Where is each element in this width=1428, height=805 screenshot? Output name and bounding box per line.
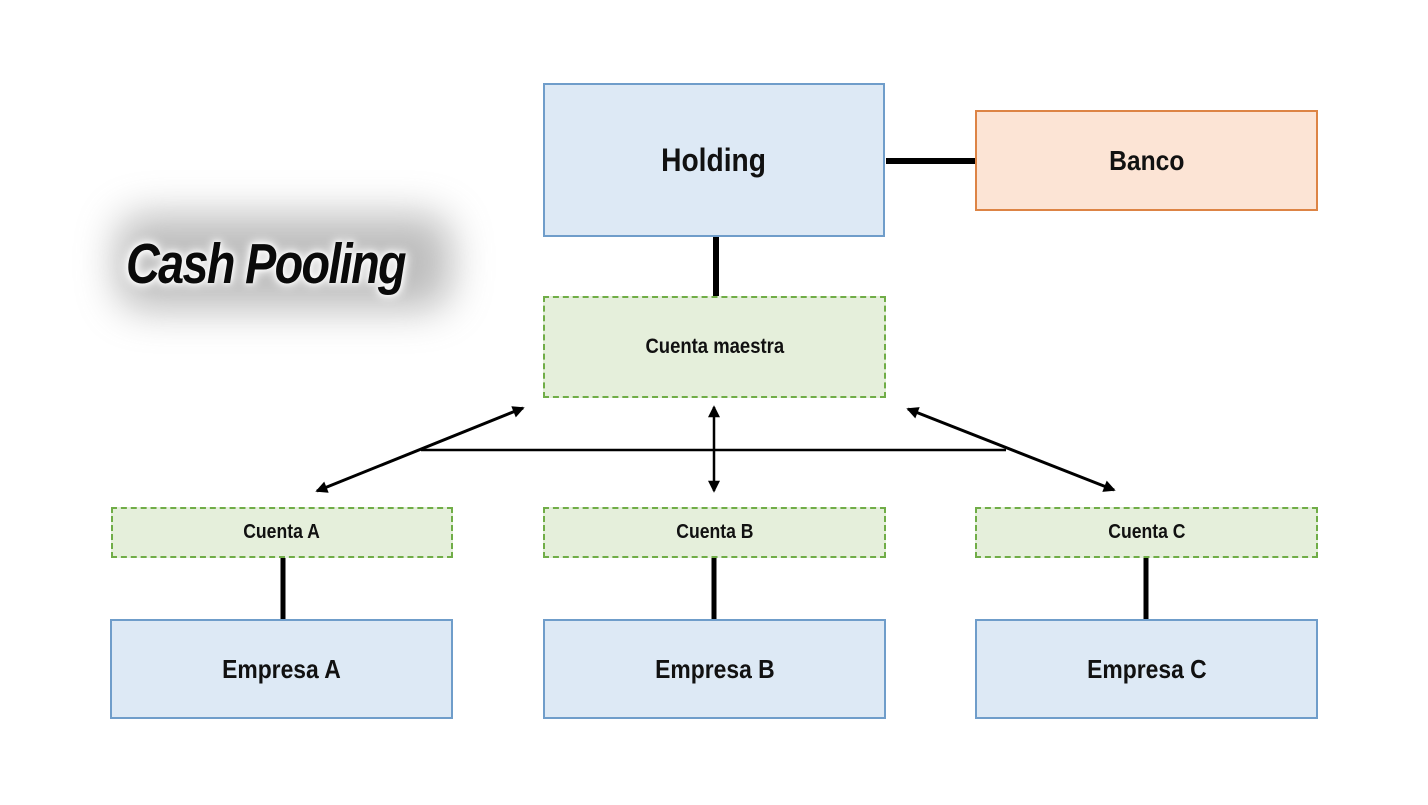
- node-cuenta-b[interactable]: Cuenta B: [543, 507, 886, 558]
- node-holding[interactable]: Holding: [543, 83, 885, 237]
- title-shadow: [116, 214, 452, 310]
- node-banco[interactable]: Banco: [975, 110, 1318, 211]
- node-cuenta-maestra[interactable]: Cuenta maestra: [543, 296, 886, 398]
- node-empresa-a-label: Empresa A: [222, 653, 341, 684]
- edge-cuenta-maestra-cuenta-a-arrow: [315, 406, 525, 493]
- node-cuenta-c-label: Cuenta C: [1107, 521, 1186, 543]
- node-empresa-b[interactable]: Empresa B: [543, 619, 886, 719]
- node-cuenta-maestra-label: Cuenta maestra: [645, 335, 784, 358]
- node-cuenta-b-label: Cuenta B: [675, 521, 754, 543]
- edge-cuenta-maestra-cuenta-c-arrow: [906, 407, 1116, 492]
- node-empresa-c[interactable]: Empresa C: [975, 619, 1318, 719]
- node-empresa-b-label: Empresa B: [654, 653, 775, 684]
- node-holding-label: Holding: [661, 141, 767, 178]
- node-cuenta-c[interactable]: Cuenta C: [975, 507, 1318, 558]
- node-cuenta-a-label: Cuenta A: [243, 521, 321, 543]
- node-banco-label: Banco: [1108, 144, 1185, 176]
- node-cuenta-a[interactable]: Cuenta A: [111, 507, 453, 558]
- node-empresa-c-label: Empresa C: [1086, 653, 1207, 684]
- diagram-title: Cash Pooling: [126, 232, 407, 296]
- node-empresa-a[interactable]: Empresa A: [110, 619, 453, 719]
